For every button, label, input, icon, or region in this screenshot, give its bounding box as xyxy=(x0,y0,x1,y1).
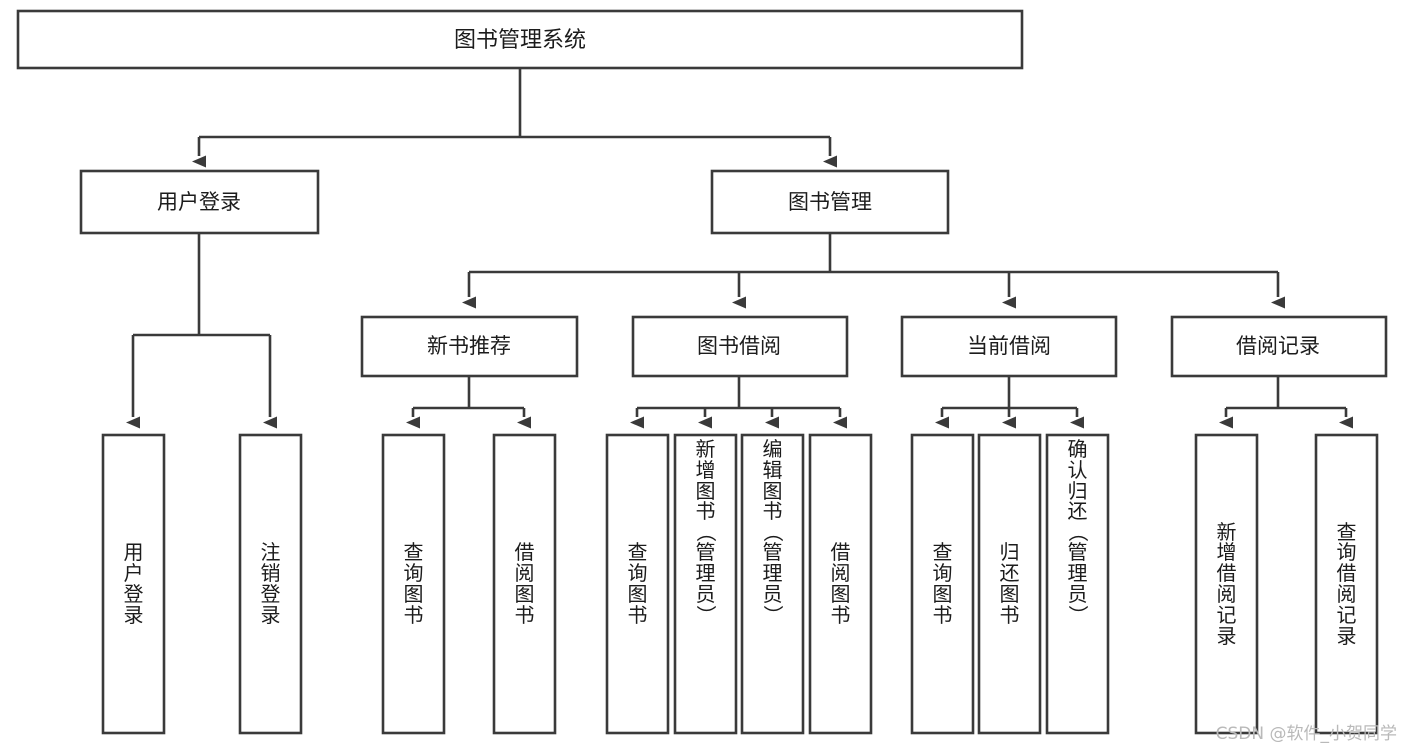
node-current-borrow[interactable]: 当前借阅 xyxy=(900,315,1118,378)
node-book-manage[interactable]: 图书管理 xyxy=(710,169,950,235)
leaf-box-user-login-1[interactable] xyxy=(238,433,303,735)
node-borrow-record-label: 借阅记录 xyxy=(1236,334,1320,358)
node-root-label: 图书管理系统 xyxy=(454,28,586,53)
node-book-borrow-label: 图书借阅 xyxy=(697,334,781,358)
leaf-box-group xyxy=(101,433,1379,735)
node-book-manage-label: 图书管理 xyxy=(788,190,872,214)
leaf-box-new-book-0[interactable] xyxy=(381,433,446,735)
node-new-book-recommend[interactable]: 新书推荐 xyxy=(360,315,579,378)
leaf-box-current-borrow-1[interactable] xyxy=(977,433,1042,735)
leaf-box-borrow-record-1[interactable] xyxy=(1314,433,1379,735)
leaf-box-new-book-1[interactable] xyxy=(492,433,557,735)
connector-group xyxy=(126,68,1353,429)
node-user-login-label: 用户登录 xyxy=(157,190,241,214)
leaf-box-book-borrow-2[interactable] xyxy=(740,433,805,735)
node-user-login[interactable]: 用户登录 xyxy=(79,169,320,235)
leaf-box-book-borrow-1[interactable] xyxy=(673,433,738,735)
node-book-borrow[interactable]: 图书借阅 xyxy=(631,315,849,378)
leaf-box-book-borrow-0[interactable] xyxy=(605,433,670,735)
node-root[interactable]: 图书管理系统 xyxy=(16,9,1024,70)
leaf-box-borrow-record-0[interactable] xyxy=(1194,433,1259,735)
leaf-box-current-borrow-2[interactable] xyxy=(1045,433,1110,735)
node-new-book-recommend-label: 新书推荐 xyxy=(427,334,511,358)
node-current-borrow-label: 当前借阅 xyxy=(967,334,1051,358)
leaf-box-user-login-0[interactable] xyxy=(101,433,166,735)
leaf-box-current-borrow-0[interactable] xyxy=(910,433,975,735)
leaf-box-book-borrow-3[interactable] xyxy=(808,433,873,735)
node-borrow-record[interactable]: 借阅记录 xyxy=(1170,315,1388,378)
